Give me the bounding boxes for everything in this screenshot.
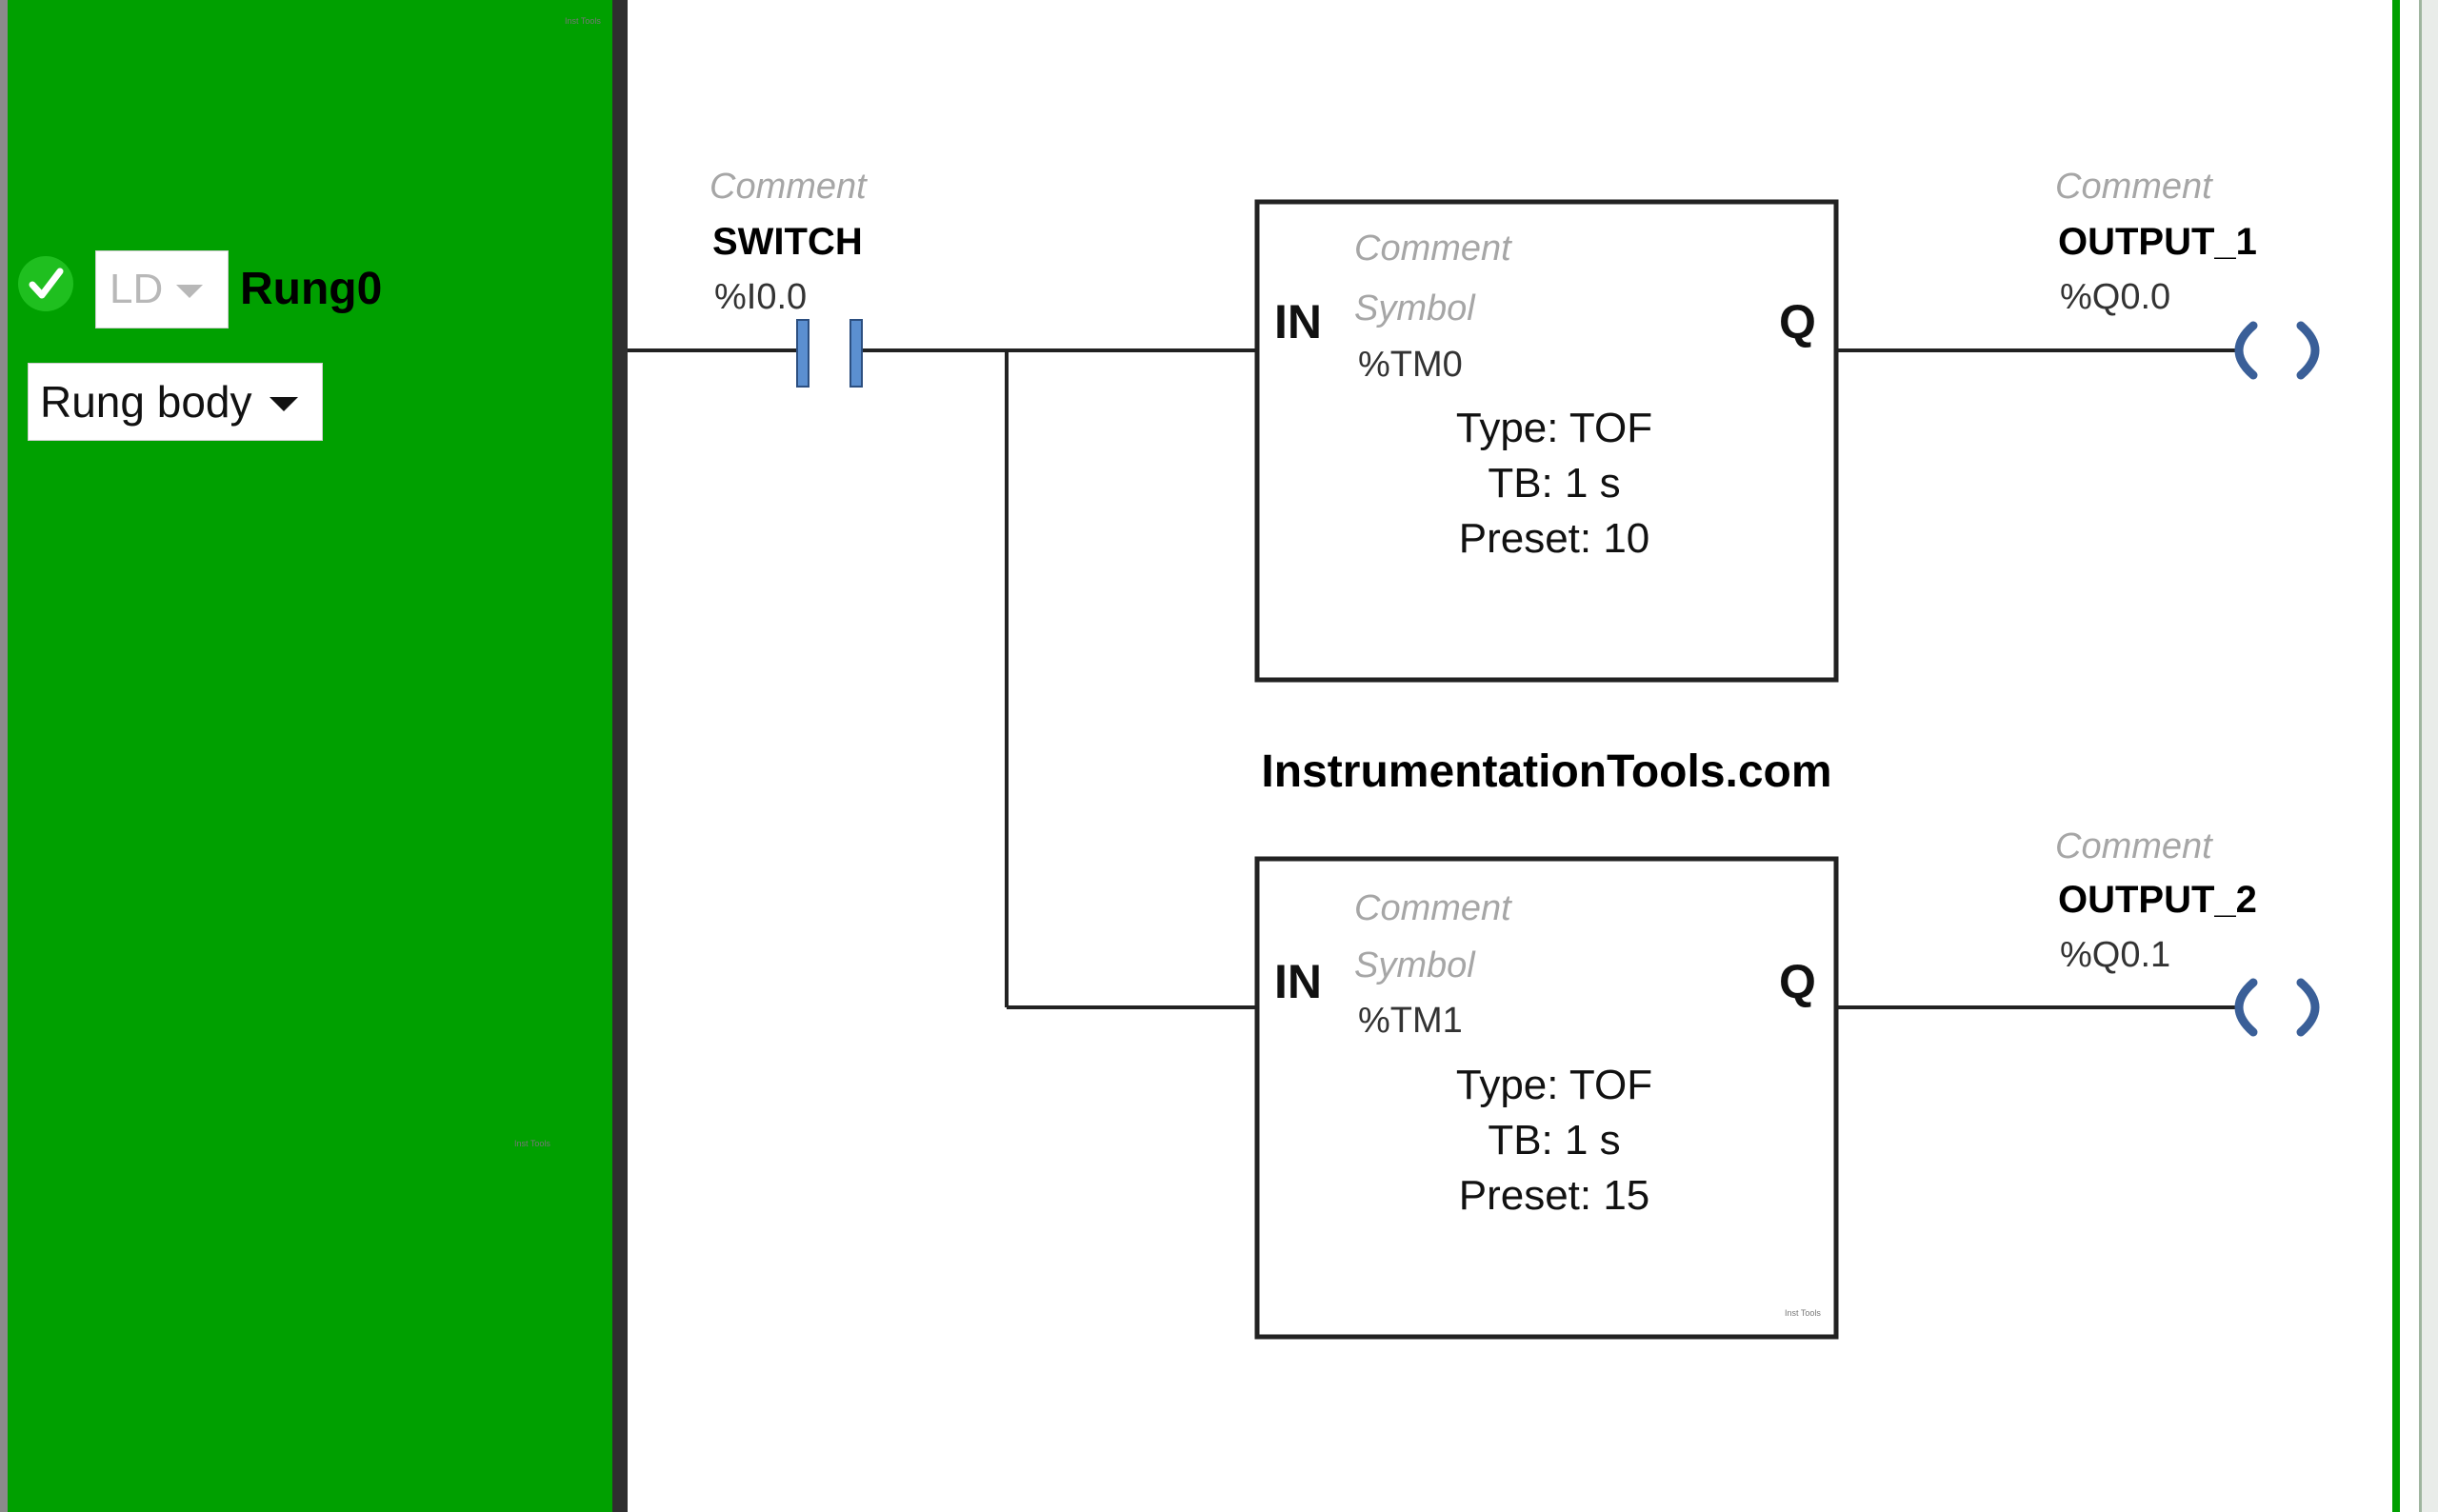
- timer-type: Type: TOF: [1456, 1062, 1652, 1108]
- timer-block-tm0[interactable]: [1254, 199, 1839, 683]
- site-watermark: InstrumentationTools.com: [1261, 746, 1831, 797]
- rung-body-dropdown[interactable]: Rung body: [28, 363, 323, 441]
- timer-in-pin: IN: [1274, 295, 1322, 348]
- coil-comment[interactable]: Comment: [2055, 167, 2213, 207]
- coil-left-arc: [2234, 978, 2258, 1037]
- coil-right-arc: [2296, 321, 2320, 380]
- right-border: [2392, 0, 2400, 1512]
- timer-time-base: TB: 1 s: [1488, 460, 1620, 507]
- rung-body-label: Rung body: [40, 377, 252, 427]
- no-contact-switch[interactable]: [796, 319, 863, 388]
- contact-comment[interactable]: Comment: [709, 167, 868, 207]
- timer-q-pin: Q: [1779, 295, 1816, 348]
- timer-address[interactable]: %TM1: [1358, 1001, 1463, 1041]
- small-watermark: Inst Tools: [514, 1139, 550, 1148]
- coil-right-arc: [2296, 978, 2320, 1037]
- vertical-scrollbar[interactable]: [2419, 0, 2438, 1512]
- coil-address[interactable]: %Q0.1: [2060, 935, 2170, 975]
- contact-right-bar: [849, 319, 863, 388]
- chevron-down-icon: [176, 285, 204, 298]
- timer-preset: Preset: 10: [1459, 515, 1650, 562]
- rung-divider: [612, 0, 628, 1512]
- contact-symbol[interactable]: SWITCH: [712, 221, 863, 263]
- timer-type: Type: TOF: [1456, 405, 1652, 451]
- contact-address[interactable]: %I0.0: [714, 277, 807, 317]
- coil-comment[interactable]: Comment: [2055, 826, 2213, 866]
- coil-symbol[interactable]: OUTPUT_2: [2058, 879, 2257, 921]
- timer-comment[interactable]: Comment: [1354, 229, 1512, 269]
- timer-in-pin: IN: [1274, 955, 1322, 1008]
- coil-output-2[interactable]: [2234, 978, 2320, 1037]
- coil-left-arc: [2234, 321, 2258, 380]
- coil-output-1[interactable]: [2234, 321, 2320, 380]
- coil-symbol[interactable]: OUTPUT_1: [2058, 221, 2257, 263]
- timer-address[interactable]: %TM0: [1358, 345, 1463, 385]
- timer-symbol-placeholder[interactable]: Symbol: [1354, 945, 1476, 985]
- timer-block-tm1[interactable]: [1254, 856, 1839, 1340]
- check-circle-icon: [18, 256, 73, 311]
- timer-preset: Preset: 15: [1459, 1172, 1650, 1219]
- language-dropdown[interactable]: LD: [95, 250, 229, 328]
- small-watermark: Inst Tools: [1785, 1308, 1821, 1318]
- timer-symbol-placeholder[interactable]: Symbol: [1354, 288, 1476, 328]
- coil-address[interactable]: %Q0.0: [2060, 277, 2170, 317]
- wires: [628, 348, 2238, 1009]
- contact-left-bar: [796, 319, 809, 388]
- language-label: LD: [110, 266, 164, 312]
- small-watermark: Inst Tools: [565, 16, 601, 26]
- chevron-down-icon: [269, 396, 298, 411]
- timer-comment[interactable]: Comment: [1354, 888, 1512, 928]
- timer-time-base: TB: 1 s: [1488, 1117, 1620, 1164]
- timer-q-pin: Q: [1779, 955, 1816, 1008]
- left-border: [0, 0, 8, 1512]
- rung-name[interactable]: Rung0: [240, 264, 383, 314]
